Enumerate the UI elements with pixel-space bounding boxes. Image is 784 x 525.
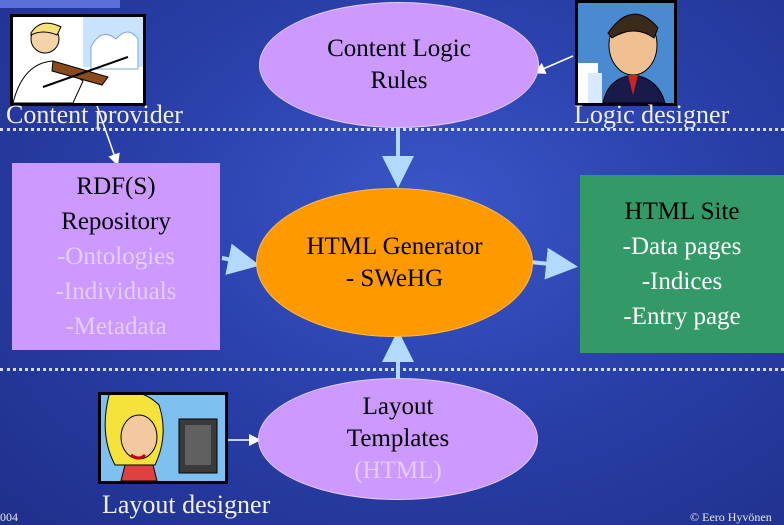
businessman-clipart (575, 0, 677, 106)
layout-templates-node: Layout Templates (HTML) (258, 378, 538, 500)
html-site-item-data-pages: -Data pages (622, 233, 742, 260)
html-generator-node: HTML Generator - SWeHG (256, 188, 533, 337)
arrow-generator-to-site (529, 247, 578, 280)
arrow-provider-to-repository (94, 99, 120, 166)
role-layout-designer: Layout designer (102, 490, 271, 519)
divider-bottom (0, 368, 784, 371)
content-logic-rules-line-2: Rules (370, 67, 428, 94)
layout-templates-line-1: Layout (362, 393, 434, 420)
violinist-clipart (10, 14, 146, 106)
content-logic-rules-node: Content Logic Rules (259, 2, 539, 128)
arrow-repository-to-generator (221, 243, 260, 275)
rdf-item-individuals: -Individuals (55, 278, 177, 305)
rdf-title-line-1: RDF(S) (76, 173, 156, 200)
layout-templates-muted: (HTML) (354, 457, 442, 484)
html-site-item-entry-page: -Entry page (623, 303, 741, 330)
divider-top (0, 128, 784, 131)
rdf-title-line-2: Repository (61, 208, 171, 235)
rdf-item-metadata: -Metadata (65, 313, 167, 340)
role-logic-designer: Logic designer (574, 100, 730, 129)
html-site-title: HTML Site (624, 198, 740, 225)
html-site-item-indices: -Indices (641, 268, 723, 295)
rdf-item-ontologies: -Ontologies (56, 243, 176, 270)
role-content-provider: Content provider (6, 100, 183, 129)
footer-copyright: © Eero Hyvönen (690, 510, 772, 524)
footer-left: 004 (0, 510, 18, 524)
arrow-logic-designer-to-rules (533, 55, 574, 74)
generator-line-2: - SWeHG (345, 264, 444, 292)
generator-line-1: HTML Generator (306, 232, 483, 260)
content-logic-rules-line-1: Content Logic (327, 35, 471, 62)
html-site-node: HTML Site -Data pages -Indices -Entry pa… (580, 175, 784, 353)
woman-at-computer-clipart (98, 392, 228, 484)
layout-templates-line-2: Templates (346, 425, 450, 452)
rdf-repository-node: RDF(S) Repository -Ontologies -Individua… (12, 163, 220, 350)
top-banner-strip (0, 0, 120, 8)
